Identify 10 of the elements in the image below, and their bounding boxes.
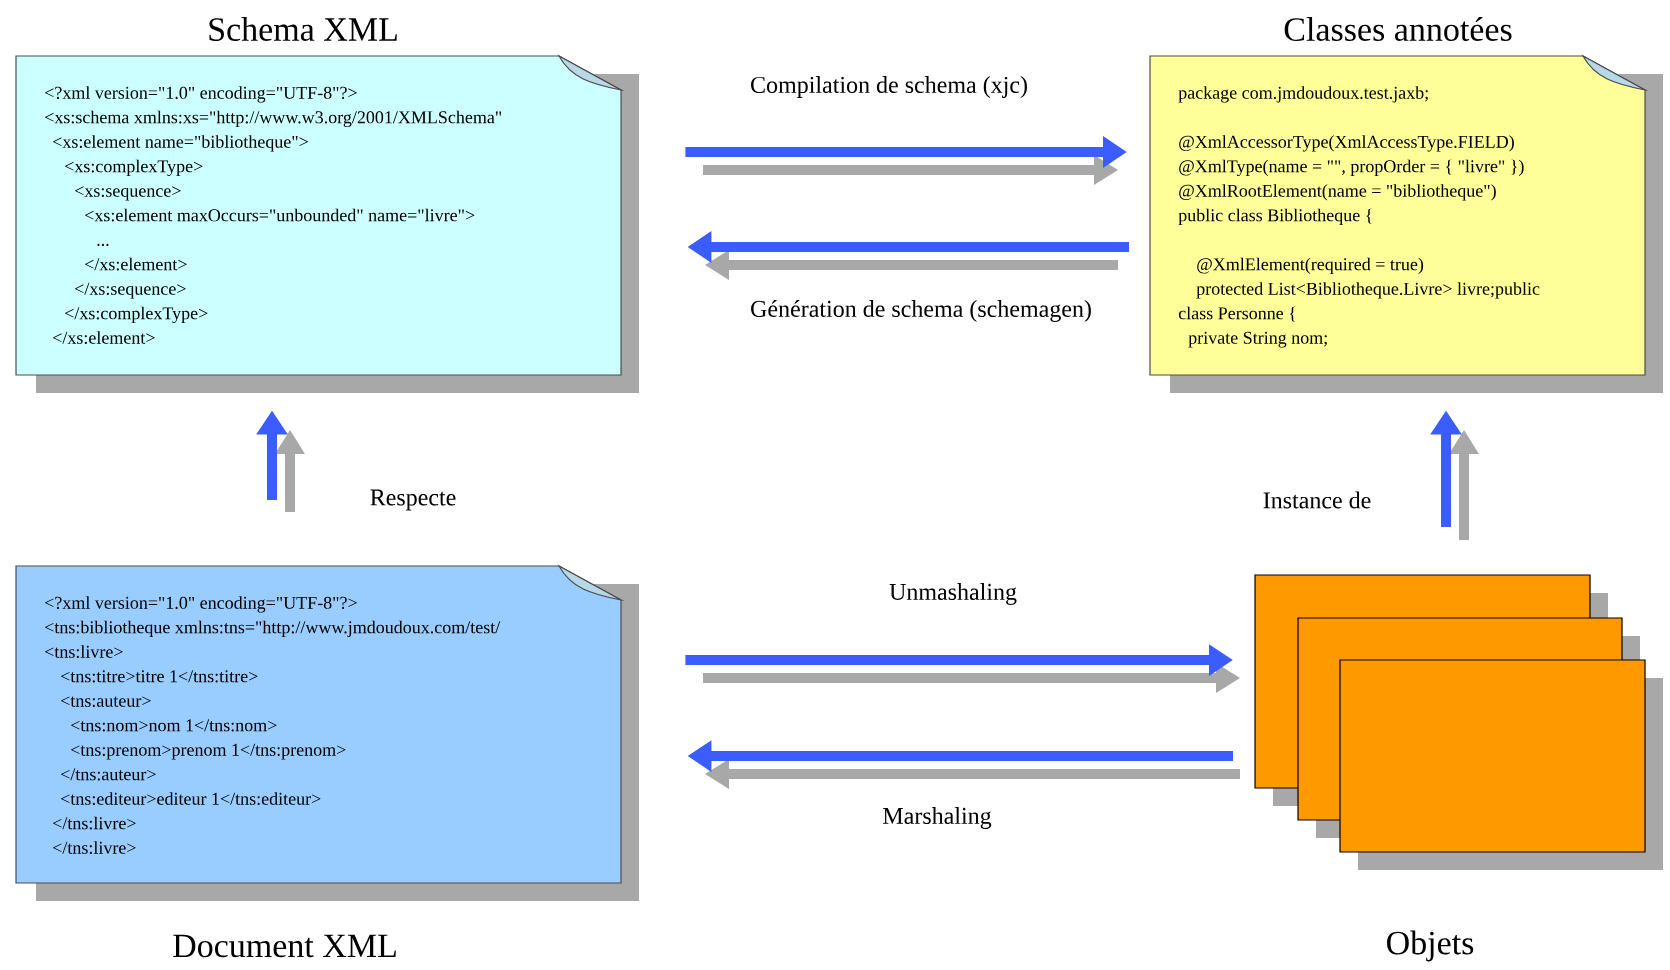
heading: Objets [1387, 930, 1474, 962]
edge-label: Unmashaling [889, 583, 1017, 605]
heading: Classes annotées [1284, 17, 1512, 41]
edge-label: Génération de schema (schemagen) [751, 300, 1091, 322]
heading: Document XML [173, 934, 396, 958]
edge-label: Instance de [1263, 491, 1371, 509]
edge-label: Compilation de schema (xjc) [751, 76, 1027, 98]
heading: Schema XML [209, 17, 397, 41]
edge-label: Marshaling [883, 807, 992, 829]
edge-label: Respecte [370, 489, 456, 511]
